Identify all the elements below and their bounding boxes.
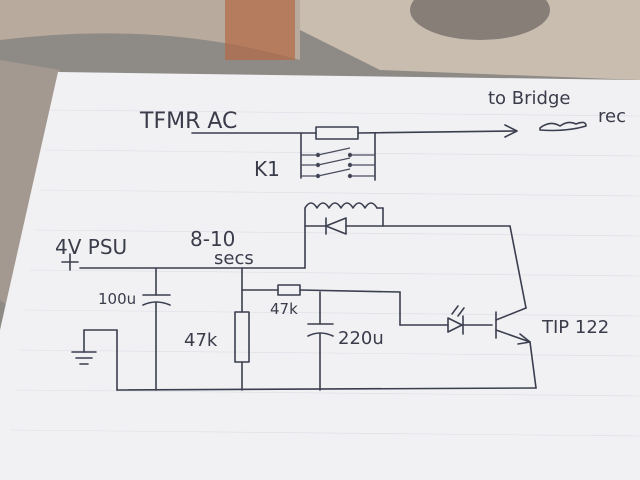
resistor-r2 bbox=[241, 284, 401, 325]
timing-label-range: 8-10 bbox=[190, 227, 235, 251]
arrow-label-destination: to Bridge bbox=[488, 88, 570, 109]
res1-label: 47k bbox=[184, 330, 218, 351]
relay-label: K1 bbox=[254, 157, 280, 181]
arrow-label-rec: rec bbox=[598, 106, 626, 127]
relay-coil bbox=[304, 202, 384, 269]
ac-line bbox=[191, 124, 518, 181]
cap2-label: 220u bbox=[338, 328, 384, 349]
ground-rail bbox=[71, 329, 537, 391]
res2-label: 47k bbox=[270, 300, 298, 318]
circuit-board bbox=[225, 0, 295, 60]
capacitor-c1 bbox=[142, 267, 171, 391]
container-right bbox=[300, 0, 640, 80]
paper-lines bbox=[9, 109, 640, 437]
flyback-diode bbox=[304, 217, 527, 309]
title-label: TFMR AC bbox=[139, 109, 237, 134]
relay-k1 bbox=[301, 147, 375, 179]
psu-label: 4V PSU bbox=[55, 235, 127, 259]
led bbox=[399, 291, 493, 335]
timing-label-unit: secs bbox=[214, 248, 254, 269]
paper-sheet bbox=[0, 72, 640, 480]
scribble bbox=[539, 121, 587, 132]
supply-rail bbox=[61, 253, 306, 271]
capacitor-c2 bbox=[307, 323, 334, 391]
arrow-head bbox=[504, 124, 518, 138]
cap1-label: 100u bbox=[98, 290, 136, 308]
transistor-tip122 bbox=[495, 307, 537, 389]
transistor-label: TIP 122 bbox=[541, 317, 609, 338]
